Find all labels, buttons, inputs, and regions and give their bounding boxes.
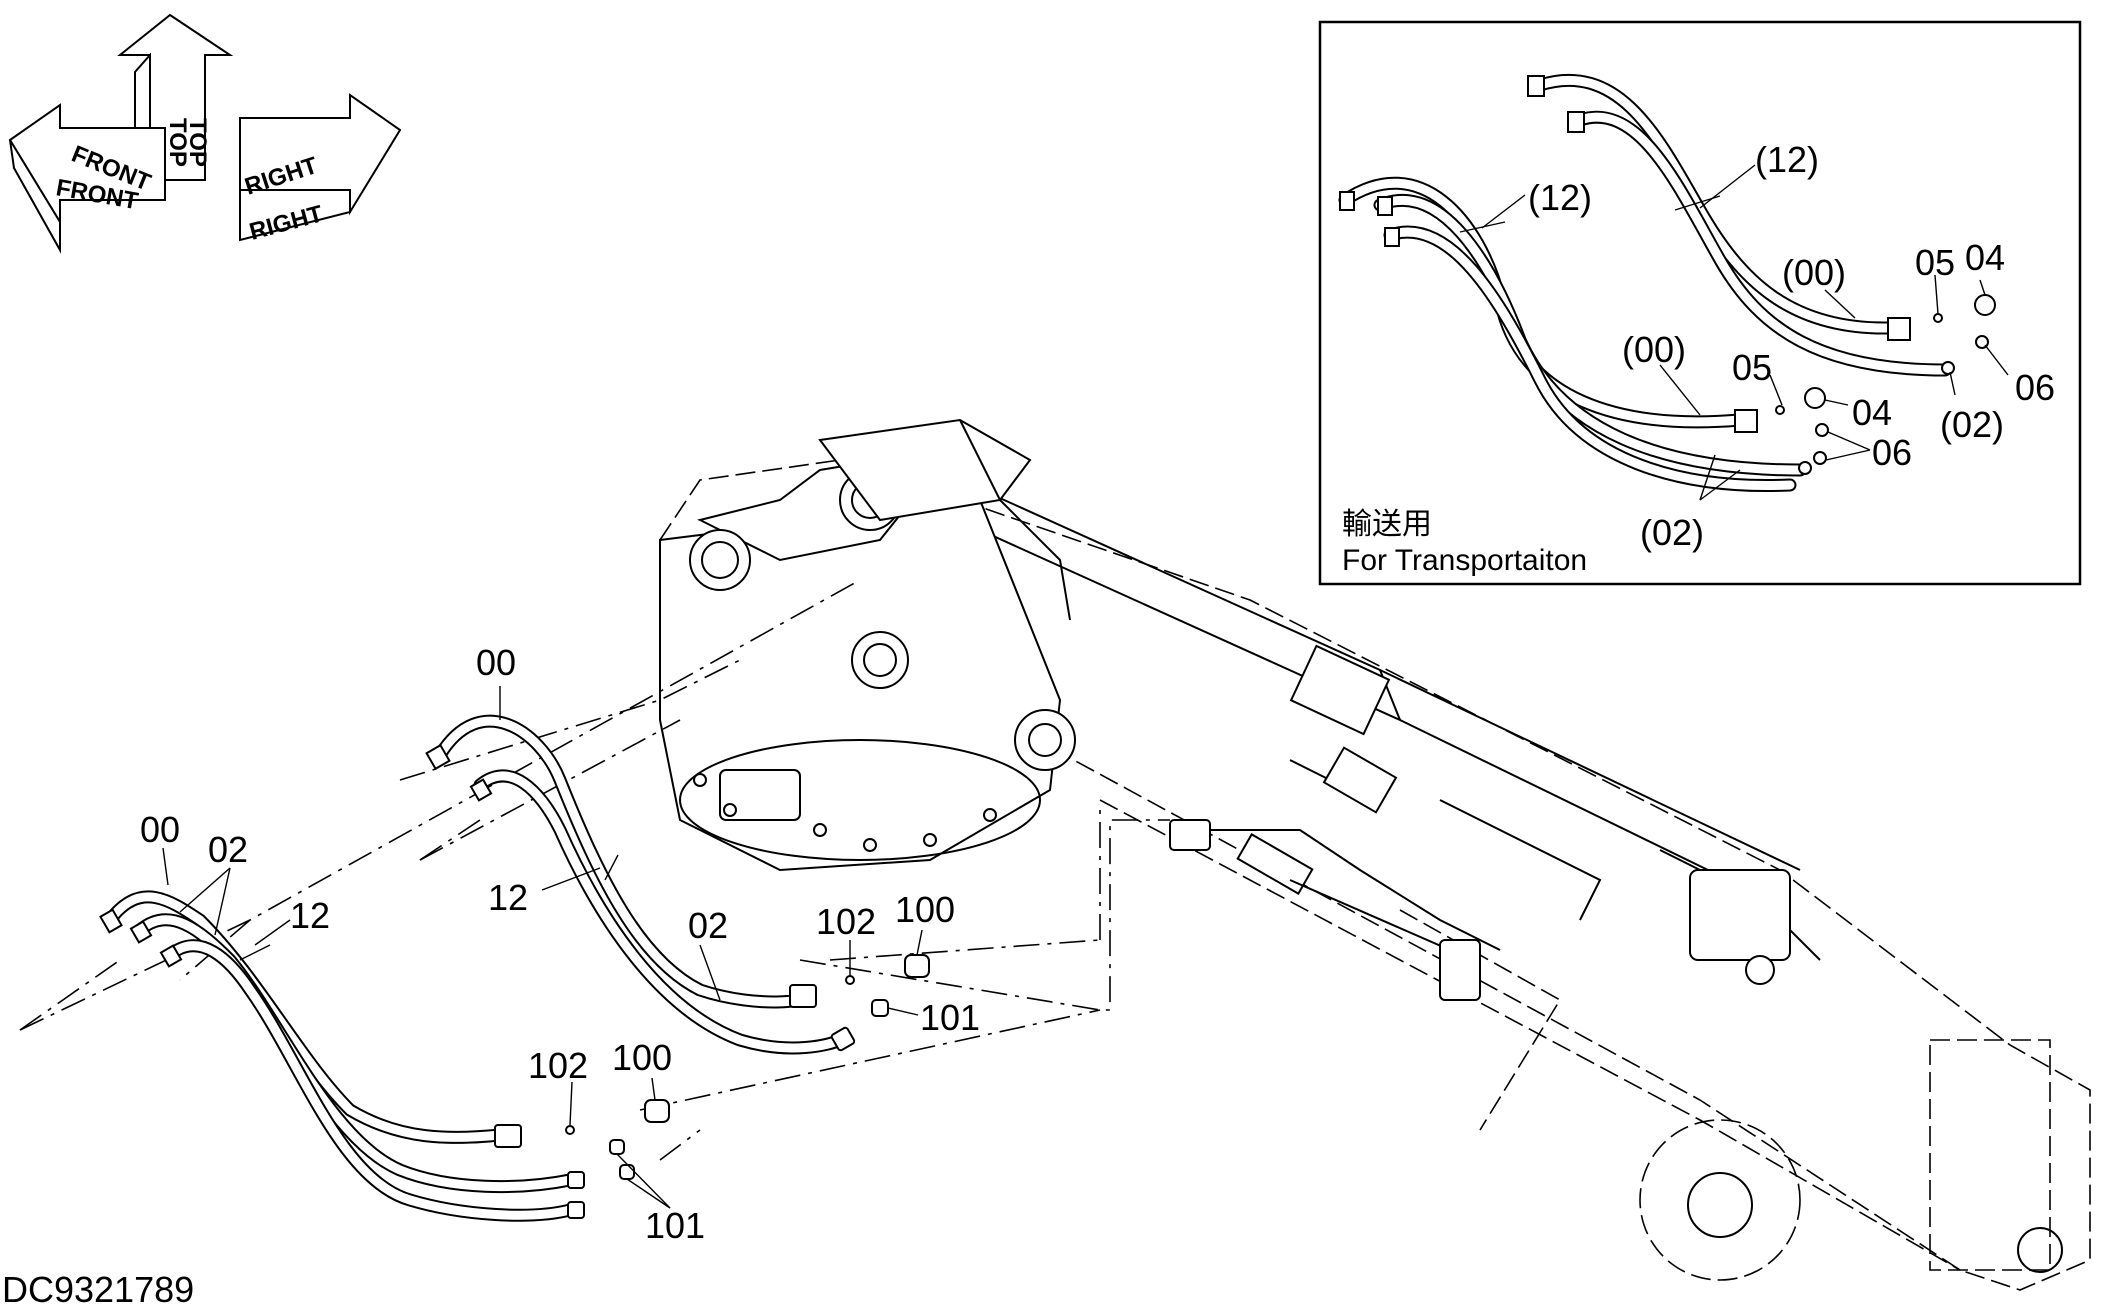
label-02-left: 02	[208, 829, 248, 870]
inset-label-00-lower: (00)	[1622, 329, 1686, 370]
label-100-a: 100	[895, 889, 955, 930]
drawing-code: DC9321789	[2, 1269, 194, 1310]
part-101-b-icon	[609, 1139, 625, 1155]
hose-assembly-left	[99, 890, 670, 1222]
main-labels: 00 00 02 12 12 02 102 100 101 102 100 10…	[140, 642, 980, 1246]
part-102-a-icon	[845, 975, 855, 985]
inset-label-12-upper: (12)	[1755, 139, 1819, 180]
label-02-mid: 02	[688, 905, 728, 946]
label-102-a: 102	[816, 901, 876, 942]
top-arrow-icon	[117, 13, 234, 181]
inset-caption-en: For Transportaiton	[1342, 544, 1587, 577]
hose-assembly-middle	[425, 714, 930, 1055]
front-arrow-icon	[8, 103, 166, 226]
part-101-a-icon	[871, 999, 889, 1017]
inset-label-02-upper: (02)	[1940, 404, 2004, 445]
label-102-b: 102	[528, 1045, 588, 1086]
label-00-top: 00	[476, 642, 516, 683]
orientation-arrows: TOP TOP FRONT FRONT RIGHT RIGHT	[8, 13, 402, 254]
machine-body	[659, 418, 2091, 1291]
top-label: TOP	[164, 118, 191, 167]
part-102-b-icon	[565, 1125, 575, 1135]
label-00-left: 00	[140, 809, 180, 850]
label-100-b: 100	[612, 1037, 672, 1078]
inset-label-02-lower: (02)	[1640, 512, 1704, 553]
label-12-mid: 12	[488, 877, 528, 918]
inset-label-05-upper: 05	[1915, 242, 1955, 283]
label-12-left: 12	[290, 895, 330, 936]
inset-label-06-lower: 06	[1872, 432, 1912, 473]
top-label-2: TOP	[184, 118, 211, 167]
inset-label-04-lower: 04	[1852, 392, 1892, 433]
inset-label-04-upper: 04	[1965, 237, 2005, 278]
part-100-b-icon	[644, 1099, 670, 1123]
inset-caption-jp: 輸送用	[1342, 508, 1432, 541]
label-101-b: 101	[645, 1205, 705, 1246]
label-101-a: 101	[920, 997, 980, 1038]
phantom-lines	[19, 579, 1170, 1161]
inset-label-06-upper: 06	[2015, 367, 2055, 408]
inset-frame	[1318, 20, 2082, 586]
inset-label-05-lower: 05	[1732, 347, 1772, 388]
inset-transport: (12) (12) (00) (00) 05 05 04 04 06 06 (0…	[1318, 20, 2082, 586]
inset-label-12-lower: (12)	[1528, 177, 1592, 218]
inset-label-00-upper: (00)	[1782, 252, 1846, 293]
part-100-a-icon	[904, 954, 930, 978]
leader-lines	[162, 686, 923, 1209]
